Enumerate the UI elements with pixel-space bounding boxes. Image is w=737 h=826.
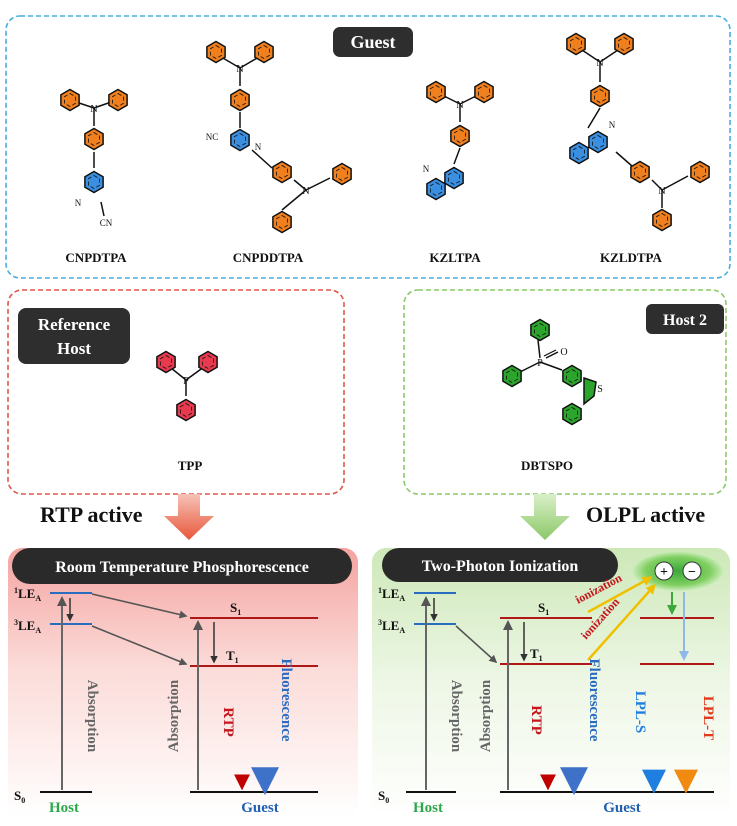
host2-panel-border [403,289,727,495]
rtp-panel-background [8,548,358,818]
left-host-absorption-label: Absorption [84,680,100,753]
sulfur-label: S [597,384,603,395]
molecule-cnpdtpa: N N CN [60,88,128,228]
left-guest-absorption-label: Absorption [166,679,182,752]
reference-title-line1: Reference [38,315,111,334]
olpl-direction-arrow [520,494,570,540]
lpl-s-label: LPL-S [632,691,648,734]
amine-n-label: N [456,100,463,111]
molecule-name-kzldtpa: KZLDTPA [600,250,662,265]
reference-panel-border [7,289,345,495]
right-guest-absorption-label: Absorption [478,679,494,752]
right-t1-label: T1 [530,646,543,663]
rtp-active-label: RTP active [40,502,143,527]
cn-label: CN [100,218,113,228]
triplet-ionization-arrow [587,583,656,661]
guest-title-badge [333,27,413,57]
pyridine-n-label: N [255,142,262,152]
amine-n-label: N [236,64,243,75]
hole-icon [654,561,674,581]
right-host-absorption-label: Absorption [448,680,464,753]
right-s0-label: S0 [378,788,389,805]
reference-title-badge [18,308,130,364]
molecule-name-cnpddtpa: CNPDDTPA [233,250,304,265]
electron-icon [682,561,702,581]
left-host-label: Host [49,800,79,816]
guest-title: Guest [351,32,396,52]
host2-title-badge [646,304,724,334]
right-1le-label: 1LEA [378,586,405,603]
amine-n-label: N [90,104,97,115]
guest-panel-border [5,15,731,279]
isoquinoline-n-label: N [609,120,616,130]
reference-title-line2: Host [57,339,91,358]
molecule-name-tpp: TPP [178,458,203,473]
left-fluorescence-label: Fluorescence [278,658,294,741]
left-singlet-transfer-arrow [91,593,188,619]
plus-label: + [660,565,668,580]
lpl-t-label: LPL-T [700,696,716,740]
left-guest-label: Guest [241,800,279,816]
left-t1-label: T1 [226,648,239,665]
tpi-panel-title-badge [382,548,618,582]
amine-n-label: N [658,186,665,197]
minus-label: − [688,565,696,580]
pyridine-n-label: N [75,198,82,208]
molecule-cnpddtpa: N N NC N [206,40,352,234]
right-host-label: Host [413,800,443,816]
rtp-panel-title: Room Temperature Phosphorescence [55,559,309,576]
molecule-name-kzltpa: KZLTPA [429,250,481,265]
right-rtp-label: RTP [528,705,544,734]
oxygen-label: O [560,347,567,358]
phosphorus-label: P [537,358,543,369]
phosphorus-label: P [183,376,189,387]
rtp-direction-arrow [164,494,214,540]
molecule-name-dbtspo: DBTSPO [521,458,573,473]
tpi-panel-background [372,548,730,818]
amine-n-label: N [302,186,309,197]
left-3le-label: 3LEA [14,618,41,635]
tpi-panel-title: Two-Photon Ionization [422,558,579,575]
amine-n-label: N [596,58,603,69]
molecule-name-cnpdtpa: CNPDTPA [65,250,127,265]
host2-title: Host 2 [663,312,707,329]
right-3le-label: 3LEA [378,618,405,635]
right-guest-label: Guest [603,800,641,816]
molecule-tpp: P [156,350,218,422]
ion-pair-cloud [632,551,724,591]
left-s0-label: S0 [14,788,25,805]
molecule-kzltpa: N N [423,80,494,201]
right-fluorescence-label: Fluorescence [586,658,602,741]
singlet-ionization-arrow [587,576,653,614]
left-1le-label: 1LEA [14,586,41,603]
left-rtp-label: RTP [220,707,236,736]
nc-label: NC [206,132,219,142]
left-triplet-transfer-arrow [91,625,188,666]
left-s1-label: S1 [230,600,241,617]
molecule-kzldtpa: N N N [566,32,710,232]
quinoline-n-label: N [423,164,430,174]
rtp-panel-title-badge [12,548,352,584]
olpl-active-label: OLPL active [586,502,705,527]
right-s1-label: S1 [538,600,549,617]
molecule-dbtspo: P O S [502,318,603,426]
right-triplet-transfer-arrow [455,625,498,664]
